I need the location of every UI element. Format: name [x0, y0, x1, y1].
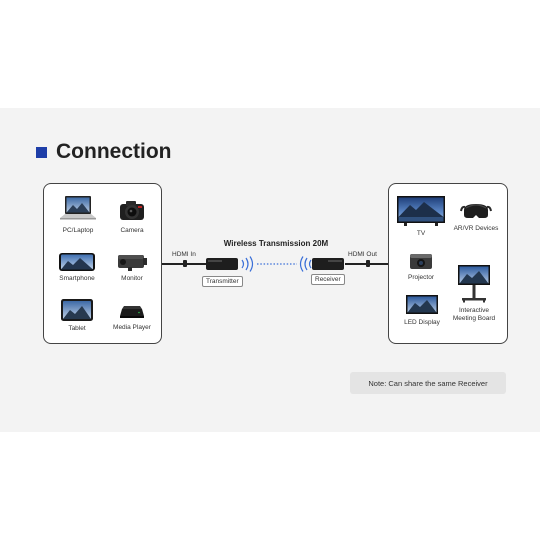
device-pc-laptop: PC/Laptop	[56, 194, 100, 235]
signal-waves-right-icon	[241, 256, 254, 272]
signal-waves-left-icon	[299, 256, 312, 272]
meeting-board-icon	[458, 265, 490, 303]
device-label: AR/VR Devices	[453, 225, 499, 232]
hdmi-out-cable	[345, 263, 367, 265]
hdmi-out-cable-2	[370, 263, 388, 265]
device-label: LED Display	[404, 319, 440, 326]
device-tv: TV	[395, 195, 447, 238]
device-label: Monitor	[121, 275, 143, 282]
device-tablet: Tablet	[55, 298, 99, 333]
device-meeting-board: Interactive Meeting Board	[448, 264, 500, 323]
hdmi-in-cable	[162, 263, 184, 265]
page-title: Connection	[56, 140, 172, 163]
device-camera: Camera	[110, 198, 154, 235]
section-heading: Connection	[36, 138, 172, 166]
device-label: PC/Laptop	[62, 227, 94, 234]
device-label: Interactive Meeting Board	[452, 307, 496, 322]
hdmi-out-label: HDMI Out	[348, 251, 377, 258]
device-monitor: Monitor	[110, 252, 154, 283]
hdmi-connector	[183, 260, 187, 267]
camera-icon	[120, 201, 144, 220]
device-media-player: Media Player	[108, 303, 156, 332]
security-camera-icon	[118, 255, 147, 271]
device-smartphone: Smartphone	[54, 252, 100, 283]
receiver-dongle-icon	[312, 258, 344, 270]
heading-square-icon	[36, 146, 47, 158]
note-banner: Note: Can share the same Receiver	[350, 372, 506, 394]
tv-icon	[397, 196, 445, 226]
transmitter-dongle-icon	[206, 258, 238, 270]
projector-icon	[410, 254, 432, 269]
transmitter-label: Transmitter	[202, 276, 243, 287]
receiver-label: Receiver	[311, 274, 345, 285]
transmission-title: Wireless Transmission 20M	[223, 239, 329, 248]
vr-headset-icon	[460, 204, 492, 218]
hdmi-in-label: HDMI In	[172, 251, 196, 258]
device-label: Camera	[120, 227, 144, 234]
device-label: Projector	[407, 274, 434, 281]
media-player-icon	[120, 306, 144, 318]
smartphone-icon	[59, 253, 95, 271]
led-display-icon	[406, 295, 438, 314]
hdmi-in-cable-2	[187, 263, 207, 265]
tablet-icon	[61, 299, 93, 321]
device-label: Tablet	[68, 325, 86, 332]
device-label: TV	[416, 230, 426, 237]
device-ar-vr: AR/VR Devices	[450, 200, 502, 233]
laptop-icon	[60, 196, 96, 220]
device-led-display: LED Display	[398, 294, 446, 327]
wireless-dotted-line	[257, 263, 297, 265]
hdmi-out-connector	[366, 260, 370, 267]
device-projector: Projector	[398, 251, 444, 282]
device-label: Media Player	[113, 324, 151, 331]
device-label: Smartphone	[59, 275, 95, 282]
